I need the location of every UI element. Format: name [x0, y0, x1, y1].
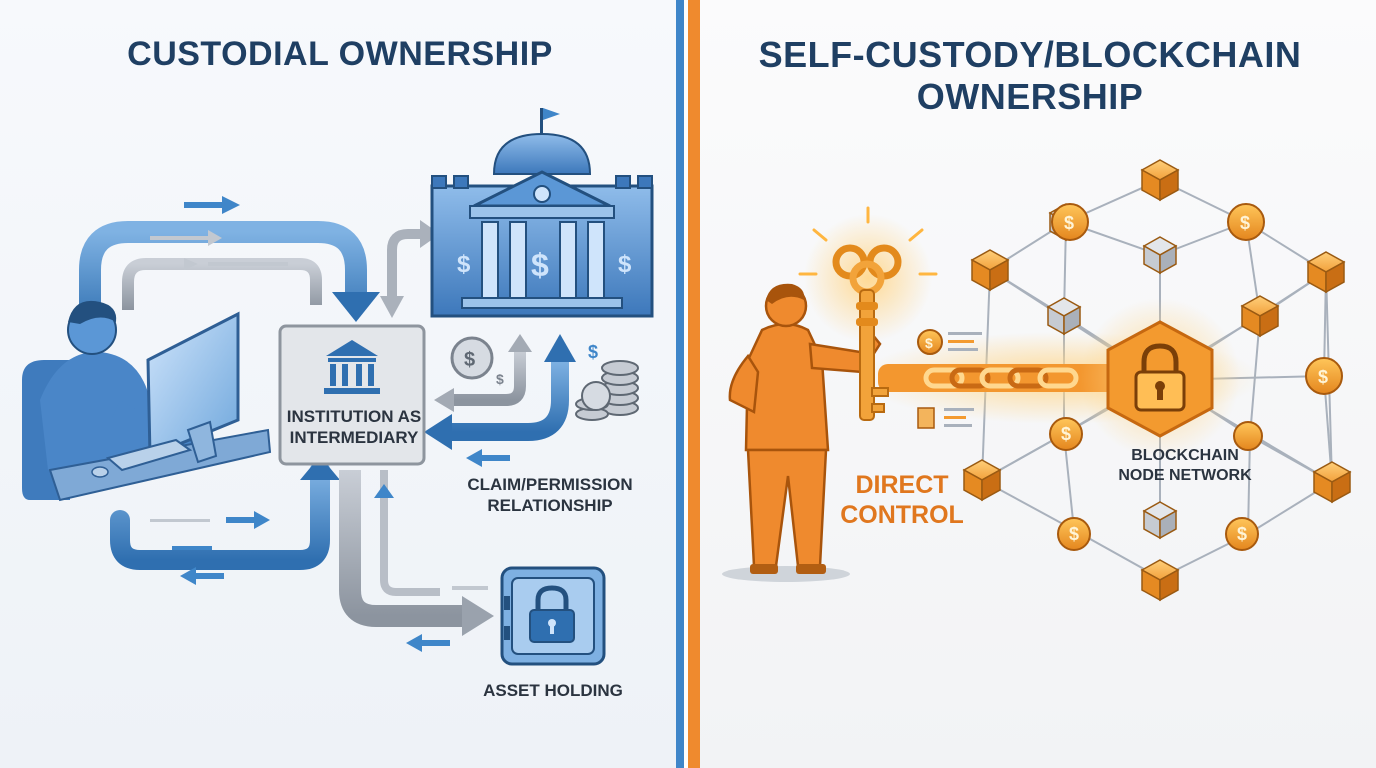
chain-icon: [923, 367, 1079, 389]
flow-pipe-return-grey: [380, 470, 440, 596]
custodial-graphics: $ $ $ $ $ $: [22, 108, 654, 666]
arrow-head-right-asset: [462, 596, 494, 636]
flow-pipe-top-grey: [122, 258, 322, 310]
asset-holding-label: ASSET HOLDING: [483, 681, 623, 700]
custodial-title: CUSTODIAL OWNERSHIP: [127, 35, 553, 73]
flow-pipe-asset-grey: [339, 470, 466, 627]
institution-bank-icon: [324, 340, 380, 394]
svg-text:$: $: [496, 371, 504, 387]
svg-text:$: $: [531, 247, 549, 283]
arrow-head-up: [300, 456, 340, 480]
divider-gap: [684, 0, 688, 768]
institution-box: [278, 324, 426, 466]
divider-orange: [688, 0, 700, 768]
floating-arrows: [150, 196, 510, 652]
person-icon: [722, 283, 882, 582]
divider-blue: [676, 0, 684, 768]
coin-icon: $ $ $: [450, 336, 598, 387]
flow-pipe-bottom-blue: [110, 460, 330, 570]
svg-text:$: $: [618, 251, 632, 278]
svg-text:$: $: [1240, 213, 1250, 233]
padlock-hexagon-icon: [1080, 298, 1240, 458]
document-icons: $: [917, 329, 982, 429]
node-cube-icon: [962, 159, 1352, 602]
bank-building-icon: $ $ $: [430, 108, 654, 318]
svg-text:$: $: [1318, 367, 1328, 387]
direct-control-label: DIRECT CONTROL: [840, 471, 964, 529]
svg-text:$: $: [457, 251, 471, 278]
claim-permission-label: CLAIM/PERMISSION RELATIONSHIP: [467, 475, 633, 515]
svg-text:$: $: [1069, 524, 1079, 544]
network-coin-icons: [1049, 203, 1343, 551]
arrow-head-down: [332, 292, 380, 322]
svg-text:$: $: [464, 349, 475, 371]
self-custody-title: SELF-CUSTODY/BLOCKCHAIN OWNERSHIP: [758, 34, 1302, 117]
self-custody-graphics: $ $ $ $ $ $ $: [722, 159, 1352, 602]
coin-stack-icon: [575, 360, 639, 421]
safe-lock-icon: [500, 566, 606, 666]
svg-text:$: $: [1064, 213, 1074, 233]
svg-text:$: $: [1237, 524, 1247, 544]
svg-text:$: $: [1061, 424, 1071, 444]
claim-arrow-grey: [452, 350, 526, 406]
user-at-computer-icon: [22, 300, 272, 502]
institution-label: INSTITUTION AS INTERMEDIARY: [286, 407, 422, 447]
claim-arrow-blue: [450, 360, 569, 441]
svg-text:$: $: [588, 342, 598, 362]
flow-pipe-top-blue: [79, 221, 367, 341]
golden-key-icon: [798, 206, 938, 421]
svg-text:$: $: [925, 335, 933, 351]
blockchain-network-label: BLOCKCHAIN NODE NETWORK: [1118, 447, 1252, 484]
